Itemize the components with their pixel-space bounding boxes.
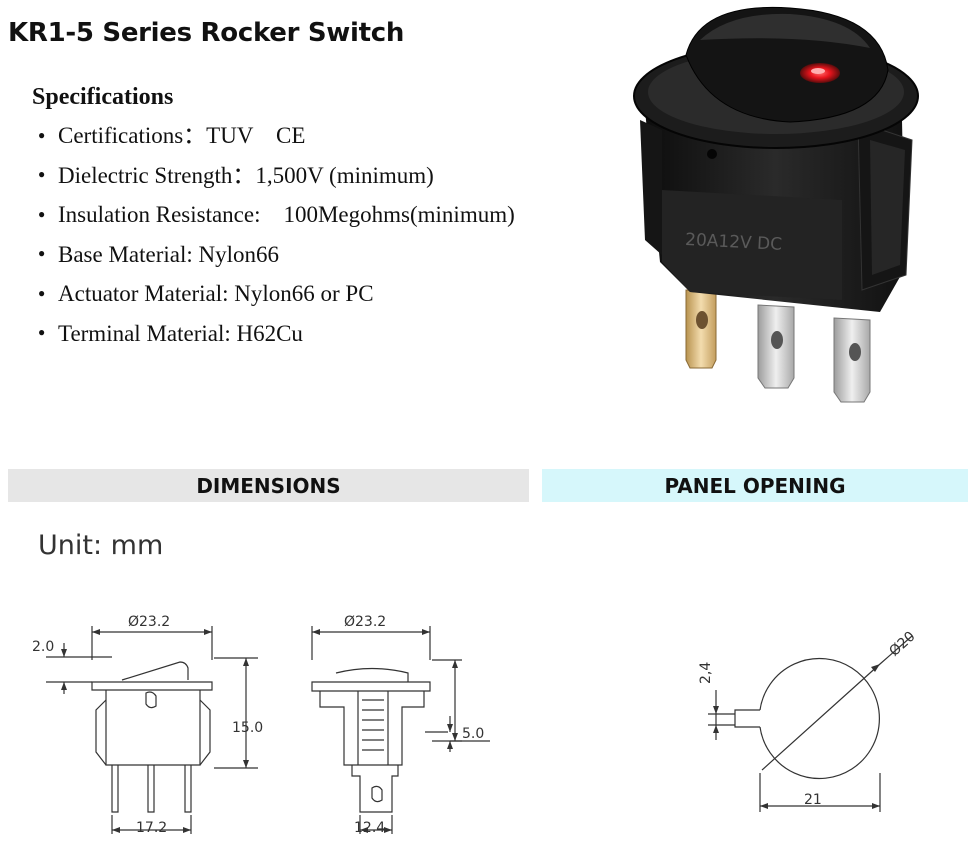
terminal-silver-right [833, 317, 871, 403]
terminal-silver-middle [757, 304, 795, 389]
spec-base-material: Base Material: Nylon66 [38, 237, 515, 277]
page-title: KR1-5 Series Rocker Switch [8, 18, 405, 48]
side-view-drawing [311, 626, 490, 834]
panel-key-width-label: 2,4 [698, 662, 714, 684]
specifications-heading: Specifications [32, 84, 174, 110]
spec-dielectric-strength: Dielectric Strength：1,500V (minimum) [38, 158, 515, 198]
spec-certifications: Certifications：TUV CE [38, 118, 515, 158]
front-body-height-label: 15.0 [232, 720, 263, 736]
front-view-drawing [46, 626, 258, 834]
spec-insulation-resistance: Insulation Resistance: 100Megohms(minimu… [38, 197, 515, 237]
panel-opening-section-header: PANEL OPENING [542, 469, 968, 502]
side-terminal-span-label: 12.4 [354, 820, 385, 836]
spec-actuator-material: Actuator Material: Nylon66 or PC [38, 276, 515, 316]
dimensions-section-header: DIMENSIONS [8, 469, 529, 502]
front-rocker-height-label: 2.0 [32, 639, 54, 655]
terminal-brass [685, 289, 717, 369]
specifications-list: Certifications：TUV CE Dielectric Strengt… [38, 118, 515, 355]
front-diameter-label: Ø23.2 [128, 614, 170, 630]
front-pin-span-label: 17.2 [136, 820, 167, 836]
panel-diameter-label: Ø20 [886, 629, 918, 660]
spec-terminal-material: Terminal Material: H62Cu [38, 316, 515, 356]
side-thickness-label: 5.0 [462, 726, 484, 742]
snap-clip-left [640, 120, 662, 255]
panel-width-label: 21 [804, 792, 822, 808]
unit-label: Unit: mm [38, 530, 164, 561]
panel-opening-drawing [708, 635, 913, 812]
side-diameter-label: Ø23.2 [344, 614, 386, 630]
